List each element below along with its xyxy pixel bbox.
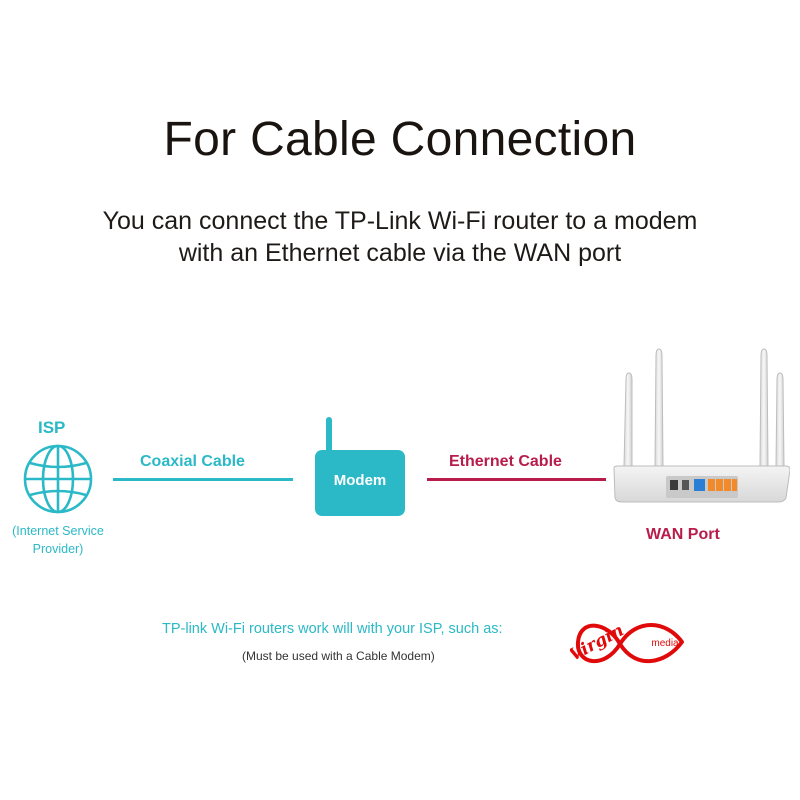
coaxial-cable-label: Coaxial Cable (140, 453, 245, 470)
router-antenna (623, 372, 633, 467)
router-antenna (654, 348, 664, 467)
lan-port (716, 479, 723, 491)
wan-port (694, 479, 705, 491)
isp-desc-line-2: Provider) (32, 542, 84, 556)
footer-line: TP-link Wi-Fi routers work will with you… (162, 621, 503, 637)
page-subtitle: You can connect the TP-Link Wi-Fi router… (0, 205, 800, 269)
lan-port (708, 479, 715, 491)
router-antenna (759, 348, 769, 467)
media-text: media (651, 638, 679, 649)
ethernet-cable-label: Ethernet Cable (449, 453, 562, 470)
lan-port (724, 479, 731, 491)
subtitle-line-2: with an Ethernet cable via the WAN port (178, 239, 622, 267)
router-antenna (775, 372, 785, 467)
isp-description: (Internet Service Provider) (0, 522, 116, 558)
coaxial-cable-line (113, 478, 293, 481)
globe-icon (23, 444, 93, 514)
subtitle-line-1: You can connect the TP-Link Wi-Fi router… (102, 207, 698, 235)
isp-label: ISP (38, 418, 66, 437)
virgin-media-logo: Virgin media (570, 620, 684, 666)
page-title: For Cable Connection (163, 113, 637, 166)
lan-port (732, 479, 737, 491)
footer-note: (Must be used with a Cable Modem) (242, 649, 435, 663)
router-image (613, 348, 790, 503)
ethernet-cable-line (427, 478, 606, 481)
modem-label: Modem (333, 472, 387, 489)
isp-desc-line-1: (Internet Service (12, 524, 104, 538)
modem-box (315, 450, 405, 516)
wan-port-label: WAN Port (646, 526, 720, 543)
modem-antenna (326, 417, 332, 453)
